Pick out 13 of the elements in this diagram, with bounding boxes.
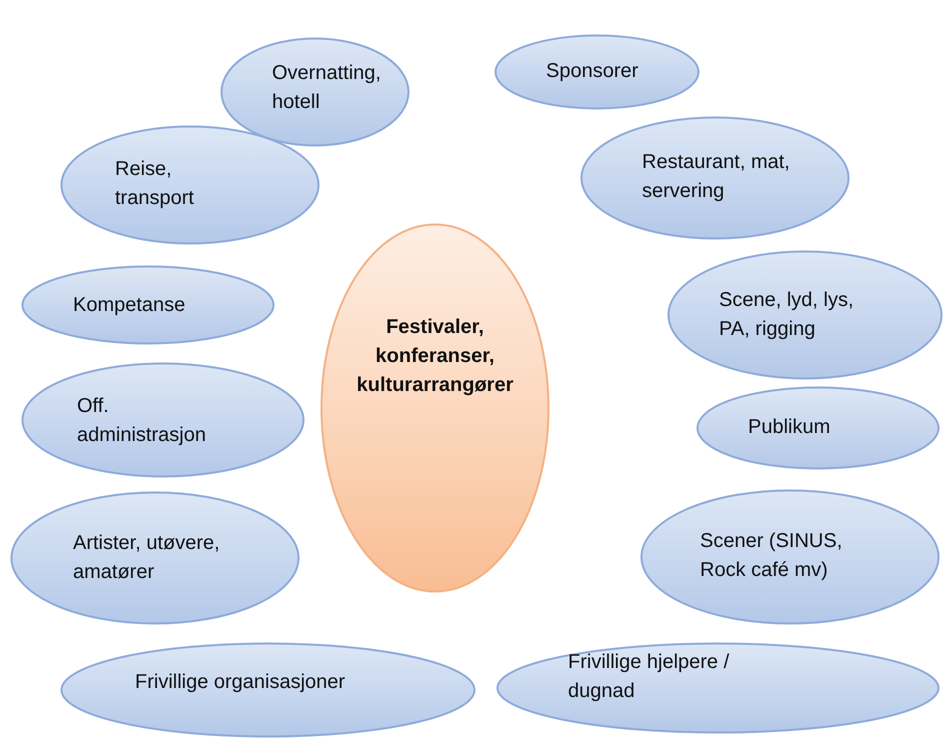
oval-label: Artister, utøvere, amatører — [73, 531, 221, 585]
oval-label: Frivillige hjelpere / dugnad — [568, 650, 730, 704]
oval-label: Overnatting, hotell — [272, 61, 382, 115]
oval-label: Kompetanse — [73, 293, 186, 318]
oval-label: Sponsorer — [546, 59, 640, 84]
central-label: Festivaler, konferanser, kulturarrangører — [356, 315, 514, 398]
oval-label: Reise, transport — [115, 157, 195, 211]
oval-label: Publikum — [748, 415, 832, 440]
oval-label: Scene, lyd, lys, PA, rigging — [719, 288, 855, 342]
oval-label: Frivillige organisasjoner — [135, 670, 346, 695]
oval-label: Restaurant, mat, servering — [642, 150, 791, 204]
oval-label: Scener (SINUS, Rock café mv) — [700, 529, 844, 583]
oval-label: Off. administrasjon — [77, 394, 207, 448]
